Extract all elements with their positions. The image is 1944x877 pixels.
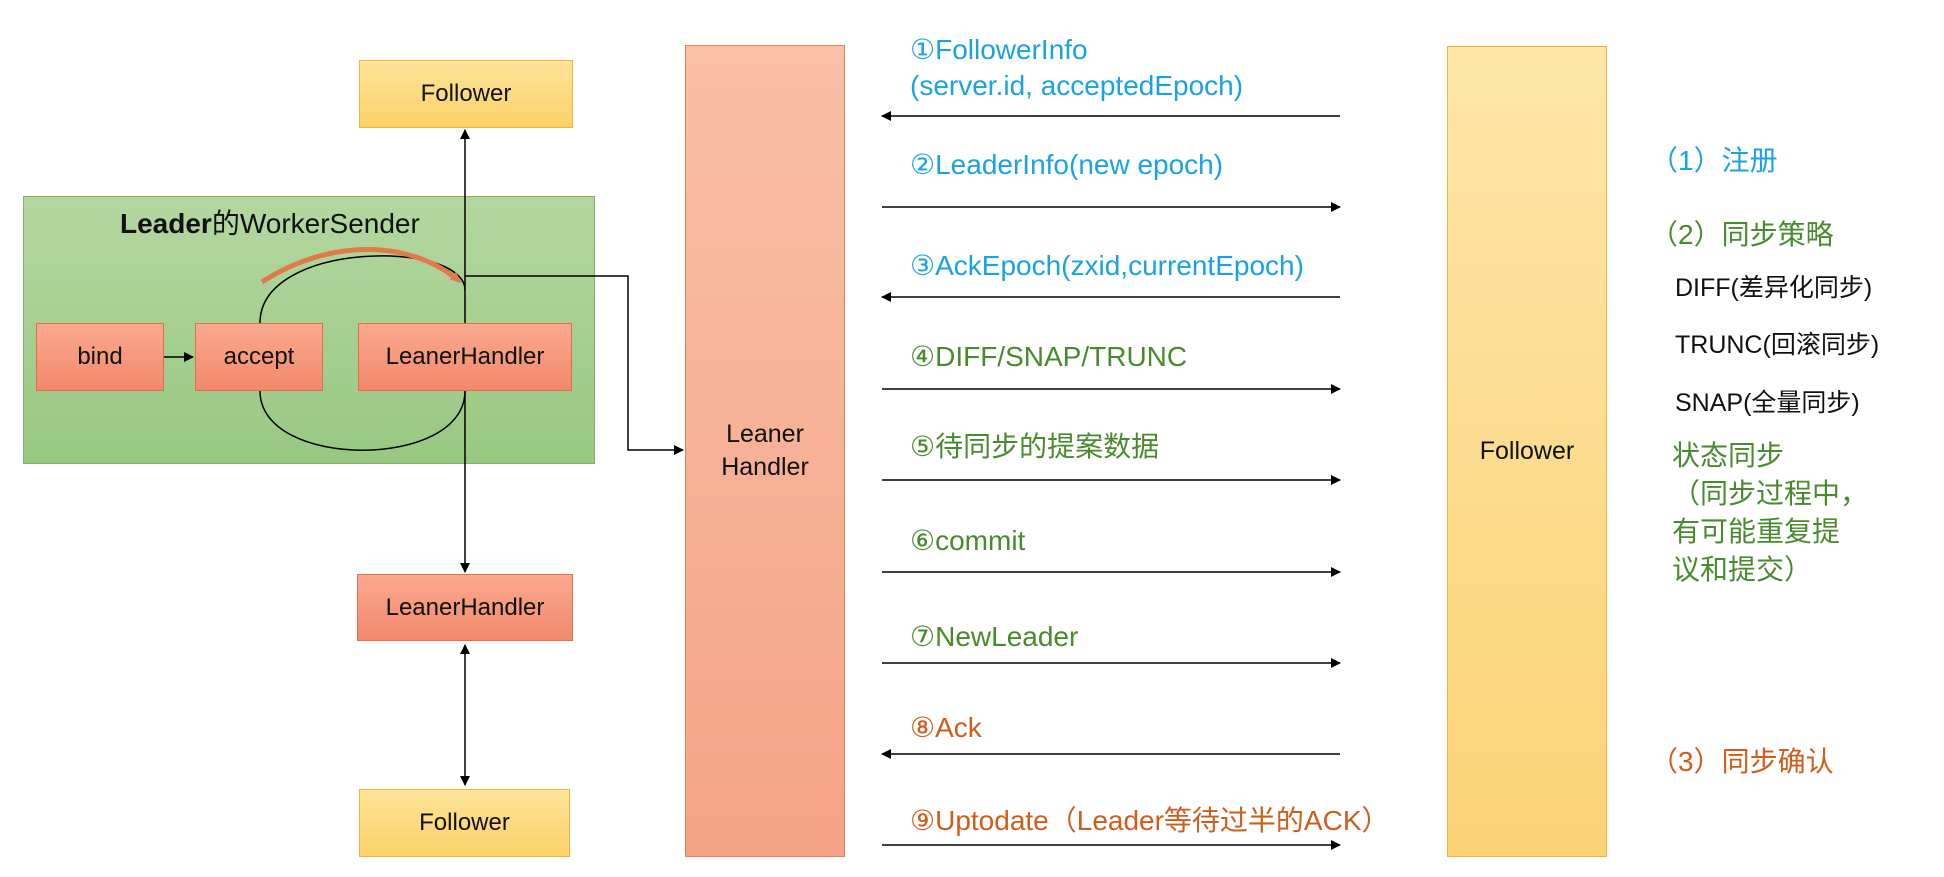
strategy-trunc: TRUNC(回滚同步)	[1675, 331, 1880, 359]
message-4-label: ④DIFF/SNAP/TRUNC	[910, 341, 1188, 372]
message-1-line2: (server.id, acceptedEpoch)	[910, 70, 1244, 101]
bind-node: bind	[36, 323, 164, 391]
follower-node-top: Follower	[359, 60, 573, 128]
accept-handler-loop	[259, 255, 466, 451]
accept-node-label: accept	[223, 343, 295, 370]
message-1-label: ①FollowerInfo (server.id, acceptedEpoch)	[910, 32, 1243, 104]
leaner-handler-lower-label: LeanerHandler	[385, 593, 545, 621]
message-5-label: ⑤待同步的提案数据	[910, 431, 1160, 462]
state-sync-note-3: 议和提交）	[1672, 554, 1813, 585]
phase-register: （1）注册	[1650, 145, 1778, 176]
phase-sync-confirm: （3）同步确认	[1650, 746, 1834, 777]
leaner-handler-column-line1: Leaner	[726, 420, 804, 448]
state-sync-note-1: （同步过程中，	[1672, 478, 1869, 509]
leaner-handler-lower-node: LeanerHandler	[357, 574, 573, 641]
follower-node-bottom: Follower	[359, 789, 570, 857]
strategy-snap: SNAP(全量同步)	[1675, 389, 1860, 417]
arrow-panel-to-leaner-handler	[465, 275, 684, 455]
worker-sender-title: Leader的WorkerSender	[120, 202, 420, 242]
worker-sender-title-bold: Leader	[120, 208, 212, 239]
message-8-label: ⑧Ack	[910, 712, 982, 743]
worker-sender-title-rest: 的WorkerSender	[211, 208, 420, 239]
accept-to-handler-curve	[260, 247, 462, 285]
leaner-handler-inner-node: LeanerHandler	[358, 323, 572, 391]
follower-column: Follower	[1447, 46, 1607, 857]
message-3-label: ③AckEpoch(zxid,currentEpoch)	[910, 250, 1304, 281]
message-2-label: ②LeaderInfo(new epoch)	[910, 149, 1224, 180]
follower-column-label: Follower	[1479, 437, 1575, 465]
message-7-label: ⑦NewLeader	[910, 621, 1079, 652]
message-9-label: ⑨Uptodate（Leader等待过半的ACK）	[910, 805, 1390, 836]
phase-state-sync: 状态同步	[1672, 440, 1785, 471]
follower-node-top-label: Follower	[420, 80, 512, 107]
accept-node: accept	[195, 323, 323, 391]
follower-node-bottom-label: Follower	[419, 809, 510, 836]
message-1-line1: ①FollowerInfo	[910, 34, 1088, 65]
strategy-diff: DIFF(差异化同步)	[1675, 274, 1873, 302]
leaner-handler-inner-label: LeanerHandler	[385, 343, 545, 370]
bind-node-label: bind	[77, 343, 123, 370]
state-sync-note-2: 有可能重复提	[1672, 516, 1841, 547]
leaner-handler-column-line2: Handler	[721, 453, 809, 481]
message-6-label: ⑥commit	[910, 525, 1026, 556]
phase-sync-strategy: （2）同步策略	[1650, 219, 1834, 250]
